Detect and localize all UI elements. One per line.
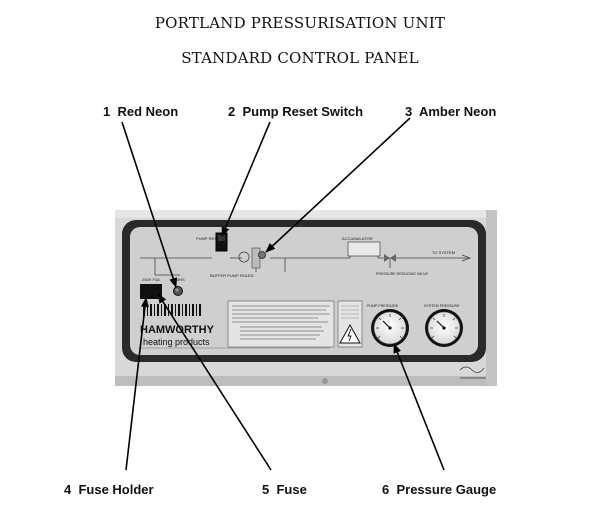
page-subtitle: STANDARD CONTROL PANEL	[181, 49, 419, 67]
fuse-holder[interactable]	[140, 284, 162, 299]
pump-reset-switch[interactable]	[215, 232, 228, 252]
barcode-stripes	[143, 304, 201, 316]
callout-label: Amber Neon	[418, 104, 497, 119]
leader-fuse	[157, 293, 272, 471]
warning-triangle-icon	[339, 323, 361, 344]
leader-pressure-gauge	[393, 343, 445, 471]
gauge-needle	[436, 320, 445, 329]
valve-symbol	[384, 254, 396, 262]
callout-label: Pressure Gauge	[396, 482, 497, 497]
buffer-vessel-symbol	[251, 247, 261, 269]
pump-reset-text: PUMP RESET	[196, 236, 222, 241]
leader-amber-neon	[265, 117, 411, 253]
buffer-pump-text: BUFFER PUMP FAILED	[210, 273, 254, 278]
callout-fuse: 5 Fuse	[262, 482, 307, 497]
callout-number: 4	[64, 482, 72, 497]
leader-pump-reset	[221, 121, 271, 237]
brand-tagline-text: heating products	[143, 337, 210, 347]
pressure-gauge-right	[425, 309, 463, 347]
callout-number: 3	[405, 104, 413, 119]
fuse-rating-text: 250V F3A	[142, 277, 160, 282]
callout-label: Fuse Holder	[78, 482, 154, 497]
amber-neon-indicator	[258, 251, 266, 259]
callout-label: Fuse	[276, 482, 307, 497]
callout-fuse-holder: 4 Fuse Holder	[64, 482, 154, 497]
accumulator-text: ACCUMULATOR	[342, 236, 373, 241]
gauge-left-text: PUMP PRESSURE	[367, 304, 399, 308]
callout-red-neon: 1 Red Neon	[103, 104, 178, 119]
callout-label: Red Neon	[117, 104, 179, 119]
leader-lines	[121, 117, 445, 471]
to-system-text: TO SYSTEM	[432, 250, 455, 255]
callout-number: 6	[382, 482, 390, 497]
leader-red-neon	[121, 121, 178, 288]
pump-symbol	[238, 251, 250, 263]
callout-number: 2	[228, 104, 236, 119]
accumulator-symbol	[347, 241, 381, 257]
callout-number: 5	[262, 482, 270, 497]
brand-logo-text: HAMWORTHY	[140, 324, 215, 336]
callout-pump-reset-switch: 2 Pump Reset Switch	[228, 104, 363, 119]
prv-text: PRESSURE REDUCING VALVE	[376, 272, 429, 276]
gauge-right-text: SYSTEM PRESSURE	[424, 304, 460, 308]
neon-text: MAINS	[172, 277, 185, 282]
callout-number: 1	[103, 104, 111, 119]
pressure-gauge-left	[371, 309, 409, 347]
callout-amber-neon: 3 Amber Neon	[405, 104, 496, 119]
page-title: PORTLAND PRESSURISATION UNIT	[154, 14, 446, 32]
panel-screw	[322, 378, 328, 384]
callout-label: Pump Reset Switch	[242, 104, 364, 119]
instruction-text-lines	[232, 305, 330, 340]
approval-marks	[459, 366, 486, 379]
instruction-label	[227, 300, 335, 348]
arrow-icon	[461, 254, 472, 262]
leader-fuse-holder	[125, 297, 149, 471]
gauge-needle	[382, 320, 391, 329]
callout-pressure-gauge: 6 Pressure Gauge	[382, 482, 496, 497]
